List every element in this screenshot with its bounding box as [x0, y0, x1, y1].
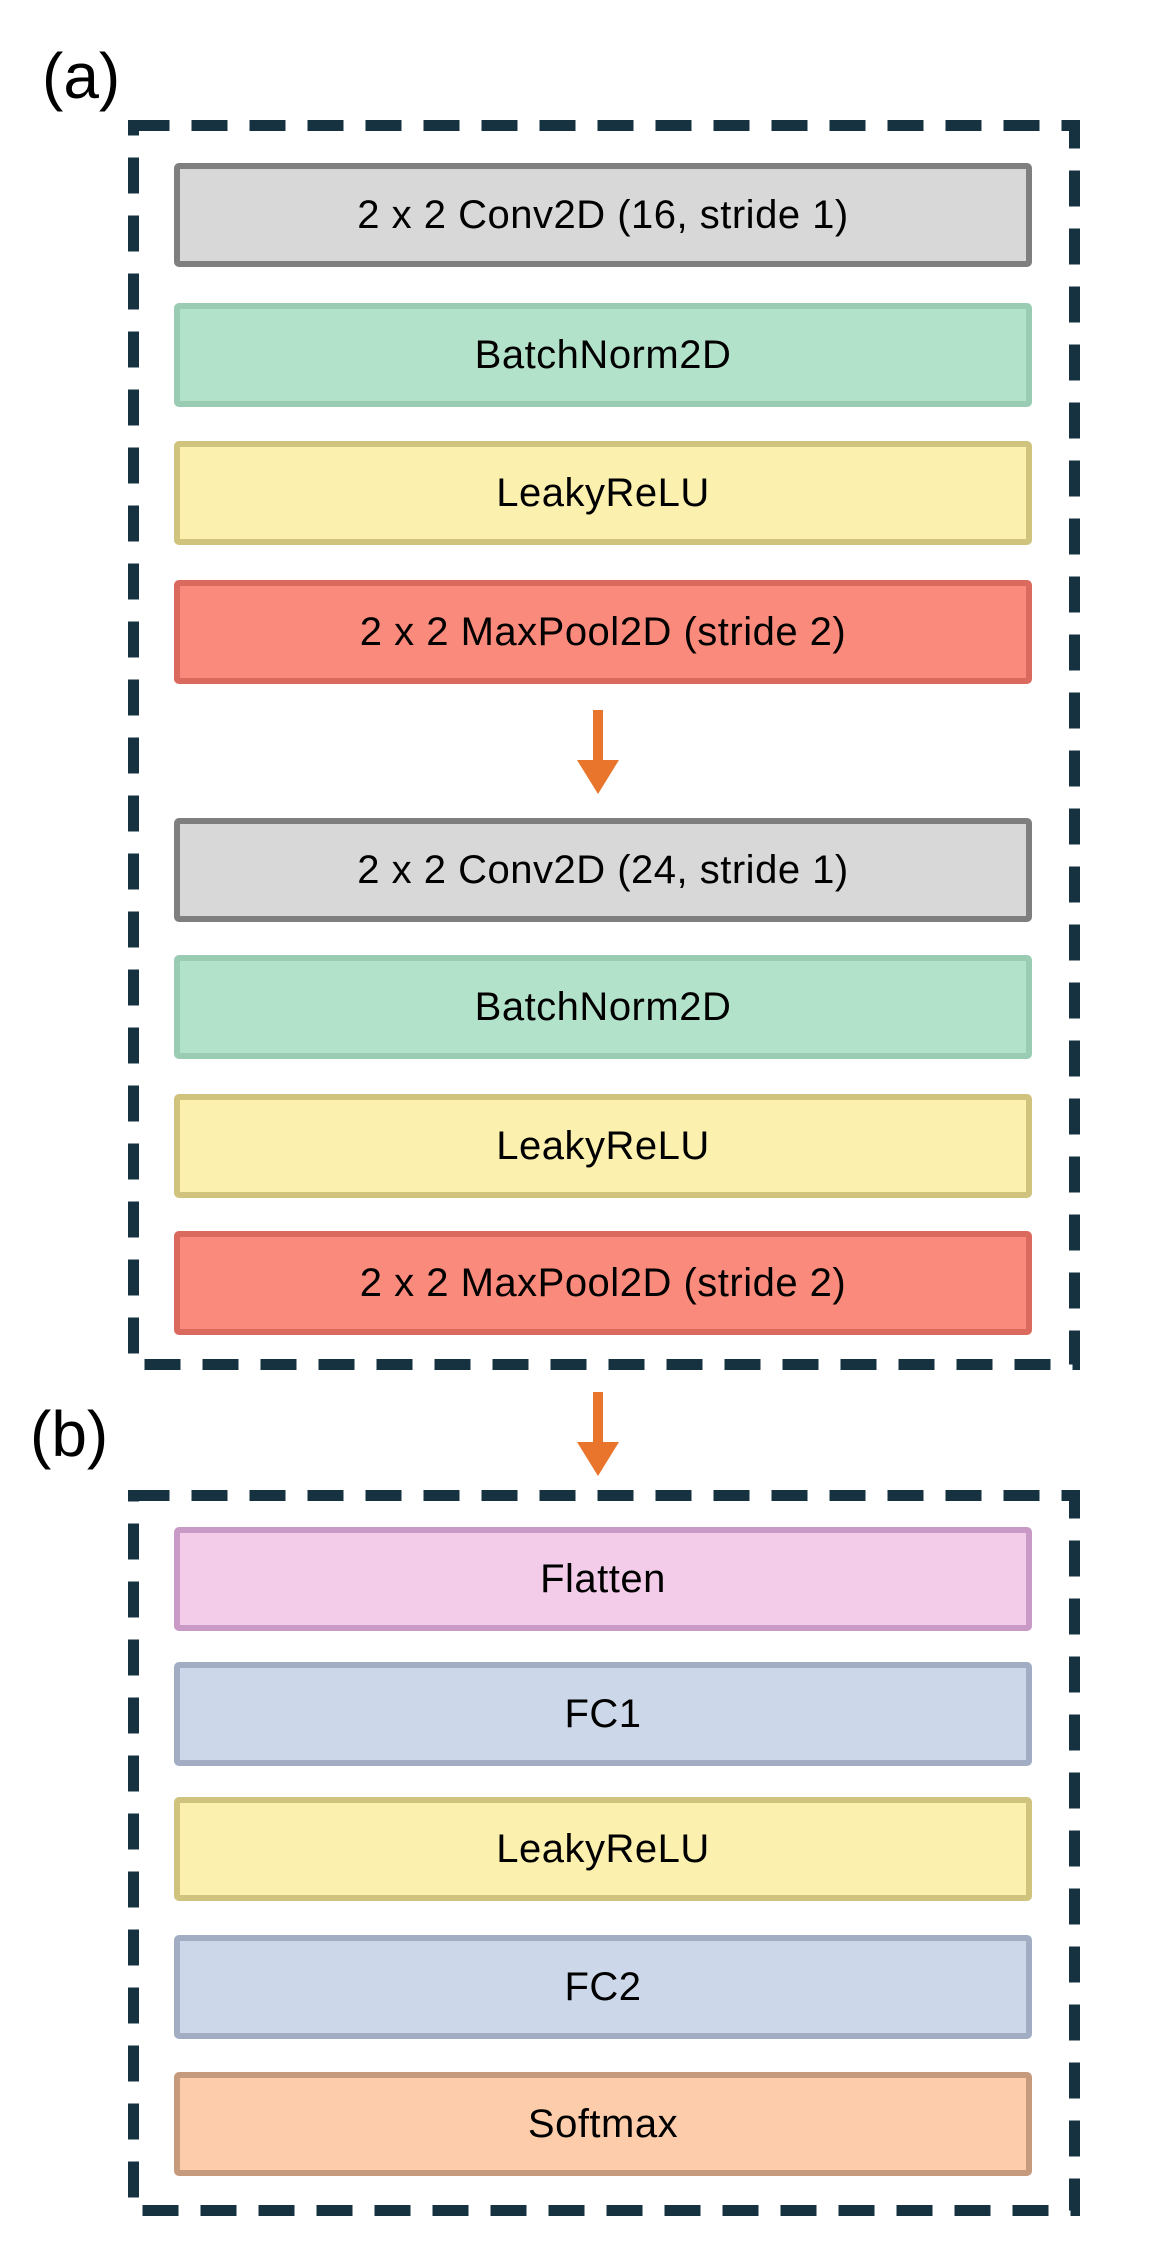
layer-maxpool-1: 2 x 2 MaxPool2D (stride 2): [174, 580, 1032, 684]
layer-label: FC1: [564, 1691, 642, 1736]
layer-batchnorm-2: BatchNorm2D: [174, 955, 1032, 1059]
fc-block-dashed-border: [128, 1490, 1080, 2216]
layer-label: LeakyReLU: [496, 1123, 710, 1168]
layer-leakyrelu-2: LeakyReLU: [174, 1094, 1032, 1198]
layer-leakyrelu-3: LeakyReLU: [174, 1797, 1032, 1901]
dashed-rect-outline: [128, 1490, 1080, 2216]
layer-label: BatchNorm2D: [474, 984, 732, 1029]
layer-label: BatchNorm2D: [474, 332, 732, 377]
layer-label: 2 x 2 Conv2D (16, stride 1): [357, 192, 849, 237]
layer-label: 2 x 2 MaxPool2D (stride 2): [359, 609, 847, 654]
layer-softmax: Softmax: [174, 2072, 1032, 2176]
layer-batchnorm-1: BatchNorm2D: [174, 303, 1032, 407]
layer-maxpool-2: 2 x 2 MaxPool2D (stride 2): [174, 1231, 1032, 1335]
layer-label: LeakyReLU: [496, 1826, 710, 1871]
arrow-head: [577, 760, 619, 794]
layer-label: FC2: [564, 1964, 642, 2009]
down-arrow-icon: [577, 710, 619, 794]
panel-a-label: (a): [42, 40, 121, 112]
layer-label: Flatten: [540, 1556, 666, 1601]
layer-fc1: FC1: [174, 1662, 1032, 1766]
layer-flatten: Flatten: [174, 1527, 1032, 1631]
layer-conv2d-1: 2 x 2 Conv2D (16, stride 1): [174, 163, 1032, 267]
down-arrow-icon: [577, 1392, 619, 1476]
arrow-head: [577, 1442, 619, 1476]
conv-block-dashed-border: [128, 120, 1080, 1370]
layer-fc2: FC2: [174, 1935, 1032, 2039]
layer-label: 2 x 2 Conv2D (24, stride 1): [357, 847, 849, 892]
layer-label: Softmax: [527, 2101, 679, 2146]
layer-label: 2 x 2 MaxPool2D (stride 2): [359, 1260, 847, 1305]
layer-label: LeakyReLU: [496, 470, 710, 515]
dashed-rect-outline: [128, 120, 1080, 1370]
panel-b-label: (b): [30, 1398, 109, 1470]
layer-leakyrelu-1: LeakyReLU: [174, 441, 1032, 545]
layer-conv2d-2: 2 x 2 Conv2D (24, stride 1): [174, 818, 1032, 922]
